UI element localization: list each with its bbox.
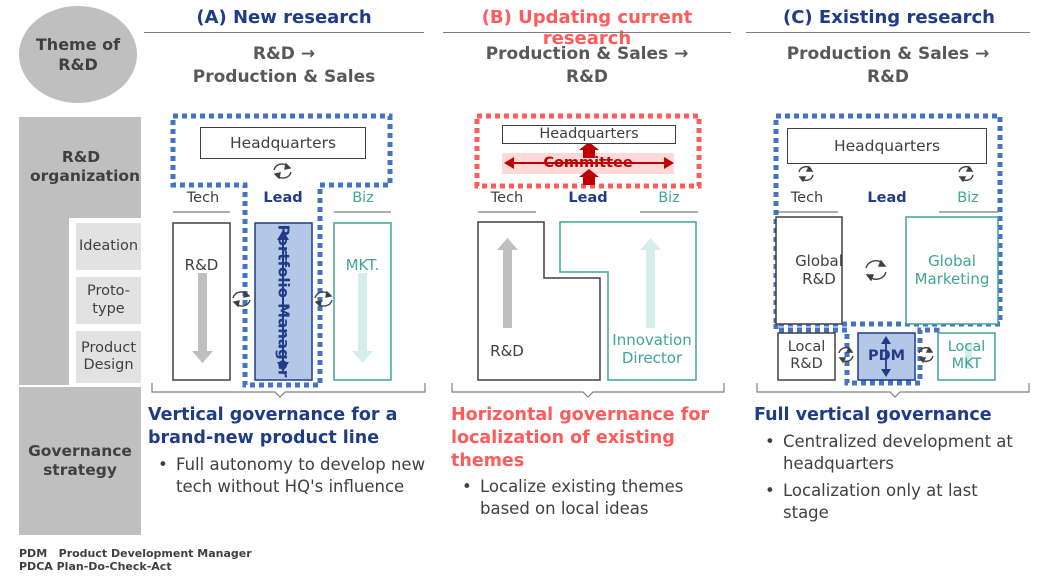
bullet-dot: •	[158, 455, 168, 474]
committee-label: Committee	[543, 155, 633, 171]
column-b-rd-label: R&D	[490, 342, 524, 360]
org-band	[19, 117, 141, 218]
column-b-governance-title: Horizontal governance for localization o…	[451, 405, 710, 471]
column-a-dept-tech: Tech	[186, 190, 220, 206]
stage-prototype: Proto-type	[76, 277, 141, 324]
column-b-diagram	[451, 113, 725, 398]
column-a-diagram	[151, 113, 426, 398]
sync-icon	[798, 165, 814, 183]
sync-icon	[838, 346, 854, 364]
column-c-bullet-1: • Centralized development at headquarter…	[765, 431, 1028, 476]
column-c-bullet-1-text: Centralized development at headquarters	[783, 432, 1013, 474]
committee-dotted-outline	[474, 113, 702, 189]
column-b-rule	[443, 32, 731, 33]
local-dotted-outline	[773, 324, 940, 386]
global-rd-label: Global R&D	[795, 252, 843, 288]
innovation-up-arrow	[646, 250, 655, 328]
column-b-bullet-text: Localize existing themes based on local …	[480, 477, 684, 519]
column-a-theme-line1: R&D →	[252, 44, 316, 64]
column-b-bullet: • Localize existing themes based on loca…	[462, 476, 720, 521]
mkt-label: MKT.	[345, 256, 380, 274]
column-b-dept-lead: Lead	[568, 190, 608, 206]
column-c-dept-biz: Biz	[957, 190, 979, 206]
column-c-dept-tech: Tech	[790, 190, 824, 206]
column-a-bullet-text: Full autonomy to develop new tech withou…	[176, 455, 426, 497]
column-a-theme-line2: Production & Sales	[192, 66, 376, 87]
sync-icon	[273, 162, 292, 180]
column-b-brace	[451, 383, 725, 398]
governance-band	[19, 387, 141, 535]
sync-icon	[918, 346, 934, 364]
stage-ideation: Ideation	[76, 223, 141, 270]
footnote-pdca: PDCA Plan-Do-Check-Act	[19, 560, 172, 573]
sync-icon	[314, 290, 333, 308]
rd-arrow	[198, 273, 207, 351]
stage-product-design: Product Design	[76, 331, 141, 383]
column-c-theme: Production & Sales → R&D	[746, 43, 1030, 88]
column-c-title: (C) Existing research	[783, 7, 995, 28]
column-b-theme-line2: R&D	[565, 66, 609, 87]
column-a-bullet: • Full autonomy to develop new tech with…	[158, 454, 426, 499]
column-b-theme-line1: Production & Sales →	[485, 44, 689, 64]
column-c-headquarters-box: Headquarters	[787, 128, 987, 164]
column-a-rule	[144, 32, 424, 33]
column-b-headquarters-box: Headquarters	[502, 125, 676, 144]
theme-of-rd-label: Theme of R&D	[19, 6, 137, 103]
column-c-brace	[756, 383, 1030, 398]
local-mkt-label: Local MKT	[947, 339, 986, 373]
rd-label: R&D	[184, 256, 219, 274]
column-c-theme-line1: Production & Sales →	[786, 44, 990, 64]
column-b-dept-tech: Tech	[490, 190, 524, 206]
bullet-dot: •	[765, 432, 775, 451]
column-a-dept-lead: Lead	[263, 190, 303, 206]
stage-band	[19, 217, 69, 385]
pdm-label: PDM	[867, 348, 906, 364]
column-b-title: (B) Updating current research	[481, 7, 693, 49]
global-rd-box	[775, 216, 843, 325]
sync-icon	[958, 165, 974, 183]
portfolio-manager-label: Portfolio Manager	[274, 224, 293, 378]
column-c-bullet-2: • Localization only at last stage	[765, 480, 1028, 525]
local-rd-box	[777, 332, 836, 381]
sync-icon	[232, 290, 251, 308]
column-c-dept-lead: Lead	[867, 190, 907, 206]
innovation-l-shape	[559, 221, 697, 381]
local-rd-label: Local R&D	[787, 339, 826, 373]
column-a-dept-biz: Biz	[352, 190, 374, 206]
rd-up-arrow	[503, 250, 512, 328]
column-a-theme: R&D → Production & Sales	[144, 43, 424, 88]
global-marketing-label: Global Marketing	[914, 252, 990, 288]
column-c-theme-line2: R&D	[866, 66, 910, 87]
mkt-arrow	[358, 273, 367, 351]
column-b-dept-biz: Biz	[658, 190, 680, 206]
column-c-bullet-2-text: Localization only at last stage	[783, 481, 978, 523]
governance-strategy-label: Governance strategy	[28, 442, 132, 480]
innovation-director-label: Innovation Director	[612, 331, 692, 367]
column-c-diagram	[773, 113, 1003, 386]
column-b-theme: Production & Sales → R&D	[443, 43, 731, 88]
column-c-governance-title: Full vertical governance	[754, 405, 992, 425]
rd-organization-label: R&D organization	[30, 148, 141, 186]
global-marketing-box	[905, 216, 999, 325]
sync-icon	[865, 259, 887, 282]
bullet-dot: •	[765, 481, 775, 500]
column-a-headquarters-box: Headquarters	[200, 127, 366, 159]
column-c-rule	[746, 32, 1030, 33]
column-a-governance-title: Vertical governance for a brand-new prod…	[148, 405, 398, 448]
footnote-pdm: PDM Product Development Manager	[19, 547, 252, 560]
column-a-brace	[151, 383, 426, 398]
bullet-dot: •	[462, 477, 472, 496]
column-a-title: (A) New research	[196, 7, 372, 28]
